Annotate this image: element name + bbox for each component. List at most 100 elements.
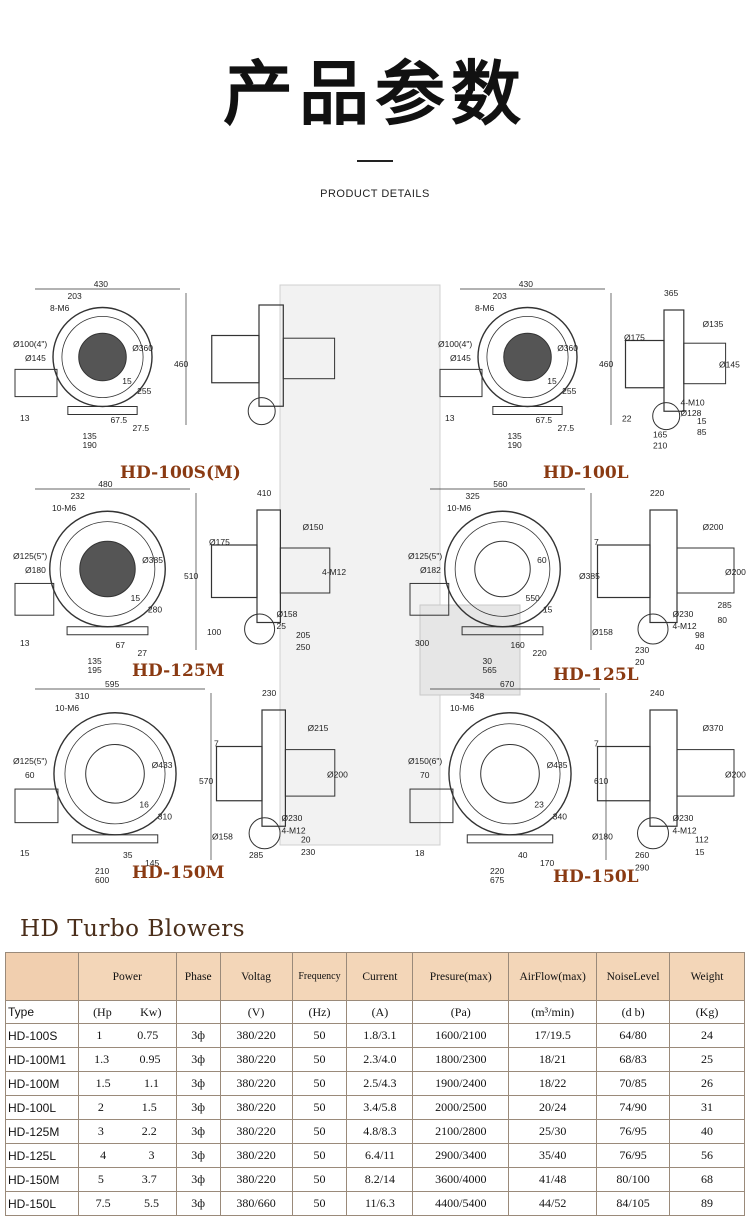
cell-noise: 84/105 (596, 1191, 671, 1216)
side-inlet (676, 547, 735, 594)
dimension-label: 8-M6 (50, 303, 70, 313)
cell-type: HD-150M (5, 1167, 79, 1192)
side-motor (624, 339, 665, 389)
dimension-label: 675 (490, 875, 504, 885)
front-grille (503, 332, 552, 382)
cell-airflow: 44/52 (508, 1191, 598, 1216)
cell-hp: 1 (96, 1028, 103, 1042)
cell-type: HD-125L (5, 1143, 79, 1168)
dimension-label: Ø200 (725, 567, 746, 577)
dimension-label: 40 (695, 642, 705, 652)
dimension-label: 280 (148, 604, 162, 614)
cell-hp: 4 (100, 1148, 107, 1162)
cell-current: 6.4/11 (346, 1143, 414, 1168)
unit-current: (A) (346, 1000, 414, 1024)
side-housing (649, 509, 678, 624)
dimension-label: 310 (158, 812, 172, 822)
dimension-label: 220 (533, 648, 547, 658)
cell-kw: 1.5 (141, 1100, 157, 1114)
header-corner (5, 952, 79, 1001)
cell-freq: 50 (291, 1191, 348, 1216)
dimension-label: 460 (599, 359, 613, 369)
model-label-hd-150l: HD-150L (553, 867, 639, 887)
front-base (71, 834, 159, 844)
cell-kw: 5.5 (143, 1196, 159, 1210)
side-housing (256, 509, 281, 624)
header-power: Power (77, 952, 177, 1001)
unit-type: Type (5, 1000, 79, 1024)
cell-noise: 74/90 (596, 1095, 671, 1120)
dimension-label: 550 (526, 593, 540, 603)
unit-hp: (Hp (93, 1004, 112, 1019)
header-airflow: AirFlow(max) (508, 952, 598, 1001)
dimension-label: 285 (249, 850, 263, 860)
front-grille (480, 743, 540, 804)
outlet-duct (409, 582, 450, 616)
header-weight: Weight (669, 952, 745, 1001)
dimension-label: Ø180 (592, 832, 613, 842)
dimension-label: 160 (511, 640, 525, 650)
dimension-label: 230 (262, 688, 276, 698)
front-inner-ring (459, 723, 561, 825)
cell-airflow: 41/48 (508, 1167, 598, 1192)
dimension-label: Ø200 (725, 770, 746, 780)
cell-noise: 64/80 (596, 1023, 671, 1048)
outlet-duct (409, 788, 454, 824)
outlet-duct (14, 368, 58, 398)
cell-current: 1.8/3.1 (346, 1023, 414, 1048)
dimension-label: 15 (20, 848, 30, 858)
dimension-label: 4-M12 (282, 825, 306, 835)
dimension-label: Ø182 (420, 565, 441, 575)
front-grille (85, 743, 145, 804)
dimension-label: Ø135 (703, 319, 724, 329)
cell-phase: 3ф (175, 1071, 221, 1096)
dimension-label: 25 (277, 621, 287, 631)
front-inner-ring (59, 521, 156, 617)
cell-pressure: 4400/5400 (412, 1191, 510, 1216)
dimension-label: 27 (138, 648, 148, 658)
front-base (466, 834, 554, 844)
dimension-label: Ø145 (450, 353, 471, 363)
cell-airflow: 18/22 (508, 1071, 598, 1096)
dimension-label: 205 (296, 630, 310, 640)
cell-pressure: 2900/3400 (412, 1143, 510, 1168)
model-label-hd-125m: HD-125M (132, 661, 225, 681)
unit-noise: (d b) (596, 1000, 671, 1024)
background-control-panel (419, 604, 521, 696)
side-motor (211, 334, 260, 384)
dimension-label: 340 (553, 812, 567, 822)
dimension-label: Ø180 (25, 565, 46, 575)
dimension-label: 67 (116, 640, 126, 650)
dimension-label: 250 (296, 642, 310, 652)
page-title: 产品参数 (223, 53, 527, 135)
header-current: Current (346, 952, 414, 1001)
cell-weight: 25 (669, 1047, 745, 1072)
dimension-label: 220 (490, 866, 504, 876)
side-base-flange (637, 613, 669, 645)
dimension-label: 210 (95, 866, 109, 876)
unit-phase (175, 1000, 221, 1024)
dimension-label: 16 (139, 799, 149, 809)
dimension-label: 365 (664, 288, 678, 298)
outlet-duct (14, 582, 55, 616)
dimension-label: Ø125(5") (13, 551, 47, 561)
cell-type: HD-100L (5, 1095, 79, 1120)
dimension-label: 460 (174, 359, 188, 369)
side-base-flange (244, 613, 276, 645)
header-frequency: Frequency (291, 952, 348, 1001)
front-inner-ring (486, 316, 569, 398)
dimension-label: Ø128 (681, 408, 702, 418)
cell-freq: 50 (291, 1095, 348, 1120)
dimension-label: 60 (25, 770, 35, 780)
cell-phase: 3ф (175, 1143, 221, 1168)
dimension-label: 255 (562, 386, 576, 396)
front-inner-ring (454, 521, 551, 617)
